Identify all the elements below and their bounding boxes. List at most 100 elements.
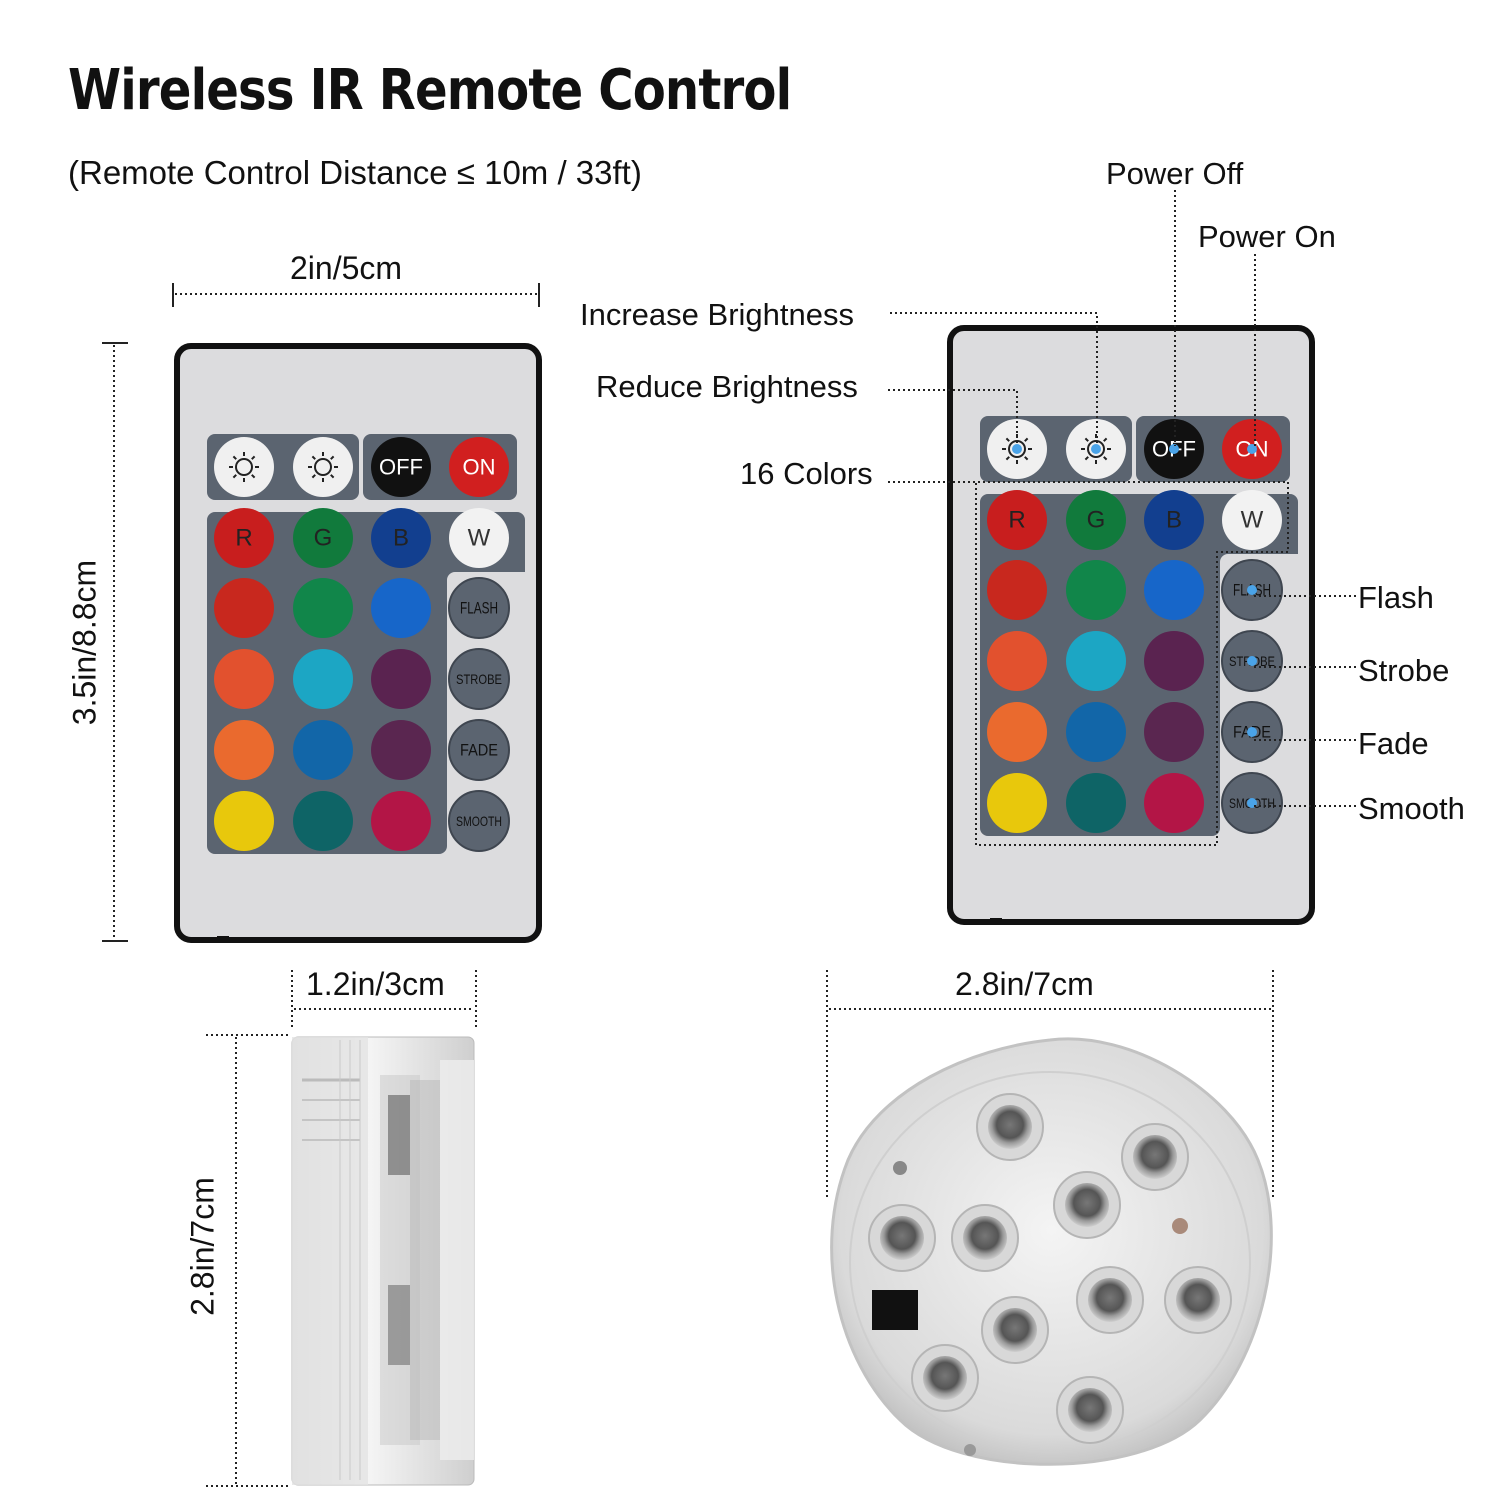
left-color-label-w: W xyxy=(468,525,491,552)
left-remote: OFF ON R G B W FLASH STROBE FADE SMOOTH xyxy=(174,343,542,943)
right-color-swatch-button[interactable] xyxy=(1066,773,1126,833)
left-color-swatch-button[interactable] xyxy=(214,720,274,780)
right-color-swatch-button[interactable] xyxy=(1066,631,1126,691)
left-color-swatch-button[interactable] xyxy=(214,791,274,851)
light-thickness-label: 1.2in/3cm xyxy=(306,966,445,1002)
right-color-swatch-button[interactable] xyxy=(987,560,1047,620)
left-power-on-button[interactable]: ON xyxy=(449,437,509,497)
right-color-swatch-button[interactable] xyxy=(1144,773,1204,833)
right-color-button-r[interactable]: R xyxy=(987,490,1047,550)
left-mode-button-fade[interactable]: FADE xyxy=(448,719,510,781)
right-color-label-r: R xyxy=(1008,507,1025,534)
right-callout-dot xyxy=(1012,444,1022,454)
right-color-swatch-button[interactable] xyxy=(987,702,1047,762)
callout-16-colors: 16 Colors xyxy=(740,456,873,491)
right-color-swatch-button[interactable] xyxy=(987,631,1047,691)
right-color-button-w[interactable]: W xyxy=(1222,490,1282,550)
left-mode-label-smooth: SMOOTH xyxy=(456,813,502,829)
led-lens xyxy=(1068,1388,1112,1432)
right-color-swatch-button[interactable] xyxy=(1066,560,1126,620)
left-remote-nub xyxy=(217,936,229,942)
led-lens xyxy=(1065,1183,1109,1227)
right-callout-dot xyxy=(1247,727,1257,737)
right-color-swatch-button[interactable] xyxy=(987,773,1047,833)
left-color-swatch-button[interactable] xyxy=(293,720,353,780)
left-color-label-r: R xyxy=(235,525,252,552)
led-lens xyxy=(1133,1135,1177,1179)
light-diameter-label: 2.8in/7cm xyxy=(955,966,1094,1002)
right-color-label-g: G xyxy=(1087,507,1106,534)
callout-power-off: Power Off xyxy=(1106,156,1244,191)
page-title: Wireless IR Remote Control xyxy=(68,58,792,123)
light-thickness-dimension xyxy=(291,970,477,1030)
light-side-height-dimension xyxy=(206,1034,290,1487)
left-brightness-up-icon xyxy=(308,452,338,482)
left-power-off-button[interactable]: OFF xyxy=(371,437,431,497)
led-group xyxy=(868,1093,1232,1444)
right-callout-dot xyxy=(1247,656,1257,666)
left-mode-button-strobe[interactable]: STROBE xyxy=(448,648,510,710)
callout-smooth: Smooth xyxy=(1358,791,1465,826)
light-side-view xyxy=(291,1036,475,1486)
right-color-panel xyxy=(980,494,1298,836)
left-color-button-w[interactable]: W xyxy=(449,508,509,568)
callout-fade: Fade xyxy=(1358,726,1429,761)
led-lens xyxy=(923,1356,967,1400)
left-mode-label-flash: FLASH xyxy=(460,599,498,618)
left-power-off-label: OFF xyxy=(379,455,423,480)
led-lens xyxy=(880,1216,924,1260)
left-increase-brightness-button[interactable] xyxy=(293,437,353,497)
left-reduce-brightness-button[interactable] xyxy=(214,437,274,497)
callout-strobe: Strobe xyxy=(1358,653,1450,688)
right-color-swatch-button[interactable] xyxy=(1144,560,1204,620)
left-color-swatch-button[interactable] xyxy=(371,578,431,638)
led-lens xyxy=(1176,1278,1220,1322)
led-lens xyxy=(963,1216,1007,1260)
page-subtitle: (Remote Control Distance ≤ 10m / 33ft) xyxy=(68,154,642,191)
right-color-swatch-button[interactable] xyxy=(1066,702,1126,762)
callout-leaders xyxy=(888,190,1356,846)
left-mode-label-fade: FADE xyxy=(460,741,498,760)
left-color-swatch-button[interactable] xyxy=(371,649,431,709)
left-brightness-down-icon xyxy=(229,452,259,482)
right-color-button-g[interactable]: G xyxy=(1066,490,1126,550)
right-callout-dot xyxy=(1247,585,1257,595)
right-color-button-b[interactable]: B xyxy=(1144,490,1204,550)
callout-reduce-brightness: Reduce Brightness xyxy=(596,369,858,404)
right-callout-dot xyxy=(1091,444,1101,454)
right-remote-nub xyxy=(1080,920,1096,925)
left-mode-button-smooth[interactable]: SMOOTH xyxy=(448,790,510,852)
left-remote-nub xyxy=(307,938,323,943)
callout-increase-brightness: Increase Brightness xyxy=(580,297,854,332)
left-color-button-b[interactable]: B xyxy=(371,508,431,568)
left-color-swatch-button[interactable] xyxy=(214,649,274,709)
right-callout-dot xyxy=(1247,444,1257,454)
left-color-button-r[interactable]: R xyxy=(214,508,274,568)
left-color-swatch-button[interactable] xyxy=(214,578,274,638)
left-color-button-g[interactable]: G xyxy=(293,508,353,568)
remote-height-dimension xyxy=(102,342,128,942)
left-color-swatch-button[interactable] xyxy=(371,791,431,851)
callout-flash: Flash xyxy=(1358,580,1434,615)
left-color-swatch-button[interactable] xyxy=(293,649,353,709)
left-mode-button-flash[interactable]: FLASH xyxy=(448,577,510,639)
left-color-swatch-button[interactable] xyxy=(293,578,353,638)
right-color-label-b: B xyxy=(1166,507,1182,534)
right-color-label-w: W xyxy=(1241,507,1264,534)
right-color-swatch-button[interactable] xyxy=(1144,702,1204,762)
right-callout-dot xyxy=(1169,444,1179,454)
remote-width-dimension xyxy=(172,283,540,307)
led-lens xyxy=(988,1105,1032,1149)
right-brightness-down-icon xyxy=(1002,434,1032,464)
left-color-swatch-button[interactable] xyxy=(371,720,431,780)
led-lens xyxy=(993,1308,1037,1352)
right-remote-nub xyxy=(990,918,1002,924)
light-diameter-dimension xyxy=(826,970,1274,1200)
left-color-label-b: B xyxy=(393,525,409,552)
left-color-label-g: G xyxy=(314,525,333,552)
led-lens xyxy=(1088,1278,1132,1322)
right-color-swatch-button[interactable] xyxy=(1144,631,1204,691)
left-color-swatch-button[interactable] xyxy=(293,791,353,851)
